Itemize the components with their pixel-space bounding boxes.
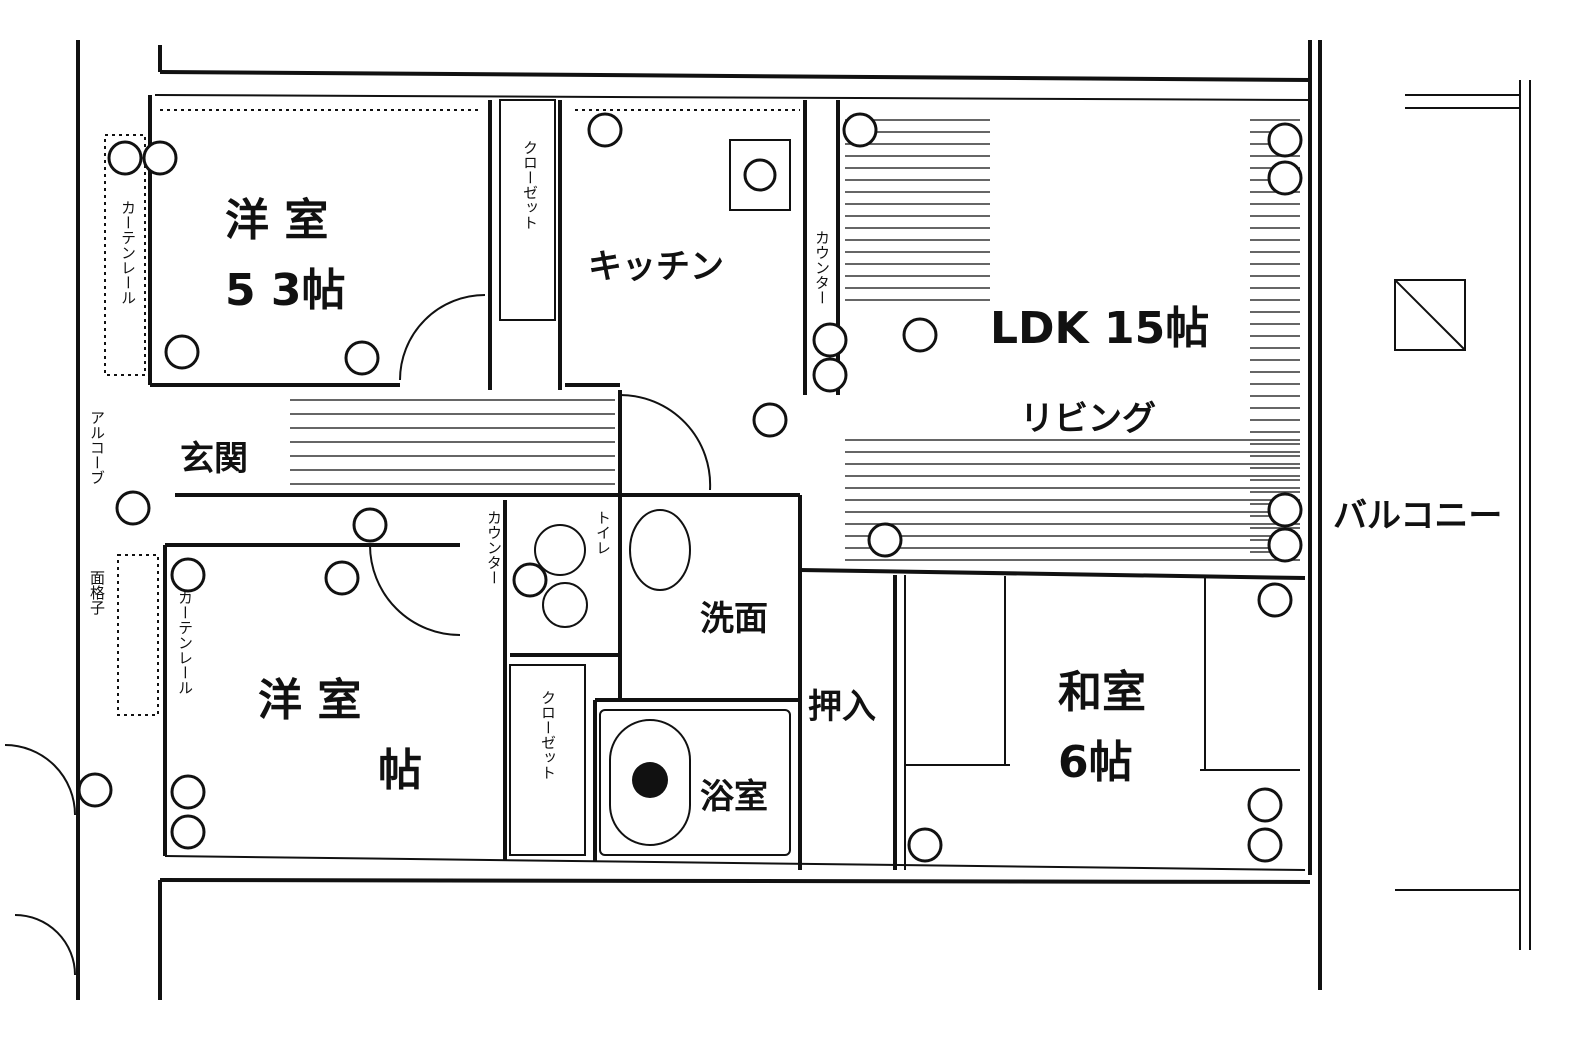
room-label-bathroom: 浴室 bbox=[700, 777, 768, 817]
drain-icon bbox=[632, 762, 668, 798]
outer-walls bbox=[76, 40, 1322, 1000]
outlet-icon bbox=[902, 317, 938, 353]
room-label-ldk: LDK 15帖 bbox=[990, 303, 1209, 354]
room-label-western-2: 洋 室 bbox=[258, 675, 361, 726]
curtain-rail-label-1: カーテンレール bbox=[119, 200, 137, 305]
stove-icon bbox=[743, 158, 777, 192]
outlet-icon bbox=[1267, 527, 1303, 563]
outlet-icon bbox=[867, 522, 903, 558]
outlet-icon bbox=[324, 560, 360, 596]
outlet-icon bbox=[164, 334, 200, 370]
outlet-icon bbox=[812, 322, 848, 358]
sink-icon bbox=[629, 509, 691, 591]
outlet-icon bbox=[1267, 160, 1303, 196]
outlet-icon bbox=[1267, 492, 1303, 528]
outlet-icon bbox=[142, 140, 178, 176]
room-label-balcony: バルコニー bbox=[1333, 496, 1502, 536]
balcony-area bbox=[1394, 80, 1531, 950]
room-label-washroom: 洗面 bbox=[700, 599, 768, 639]
dotted-lines bbox=[104, 99, 800, 856]
toilet-fixture bbox=[534, 509, 691, 628]
doors bbox=[4, 294, 712, 976]
outlet-icon bbox=[842, 112, 878, 148]
closet-label-1: クローゼット bbox=[521, 140, 539, 230]
room-label-western-1: 洋 室 bbox=[225, 195, 328, 246]
room-label-closet-storage: 押入 bbox=[808, 687, 876, 727]
flooring-lines bbox=[290, 119, 1300, 561]
window-grille-label: 面格子 bbox=[88, 570, 106, 615]
outlet-icon bbox=[1247, 827, 1283, 863]
room-label-kitchen: キッチン bbox=[588, 247, 724, 287]
room-label-entrance: 玄関 bbox=[180, 439, 248, 479]
room-label-living: リビング bbox=[1020, 399, 1156, 439]
outlet-icon bbox=[587, 112, 623, 148]
counter-label-toilet: カウンター bbox=[485, 510, 503, 585]
room-size-western-2: 帖 bbox=[378, 745, 422, 796]
room-label-japanese: 和室 bbox=[1058, 667, 1146, 718]
outlet-icon bbox=[352, 507, 388, 543]
room-size-japanese: 6帖 bbox=[1058, 737, 1133, 788]
outlet-icon bbox=[1257, 582, 1293, 618]
room-size-western-1: 5 3帖 bbox=[225, 265, 346, 316]
outlet-icon bbox=[115, 490, 151, 526]
outlet-icon bbox=[907, 827, 943, 863]
outlet-icon bbox=[1267, 122, 1303, 158]
outlet-icon bbox=[1247, 787, 1283, 823]
outlet-icon bbox=[170, 774, 206, 810]
alcove-label: アルコーブ bbox=[88, 410, 106, 485]
closet-label-2: クローゼット bbox=[539, 690, 557, 780]
curtain-rail-label-2: カーテンレール bbox=[176, 590, 194, 695]
interior-walls bbox=[150, 100, 1306, 870]
outlet-icon bbox=[107, 140, 143, 176]
outlet-icon bbox=[812, 357, 848, 393]
room-label-toilet: トイレ bbox=[594, 510, 612, 555]
outlets bbox=[77, 112, 1303, 863]
outlet-icon bbox=[170, 557, 206, 593]
outlet-icon bbox=[77, 772, 113, 808]
outlet-icon bbox=[344, 340, 380, 376]
outlet-icon bbox=[512, 562, 548, 598]
counter-label-kitchen: カウンター bbox=[813, 230, 831, 305]
bathtub bbox=[599, 709, 791, 856]
outlet-icon bbox=[170, 814, 206, 850]
kitchen-stove bbox=[729, 139, 791, 211]
outlet-icon bbox=[752, 402, 788, 438]
